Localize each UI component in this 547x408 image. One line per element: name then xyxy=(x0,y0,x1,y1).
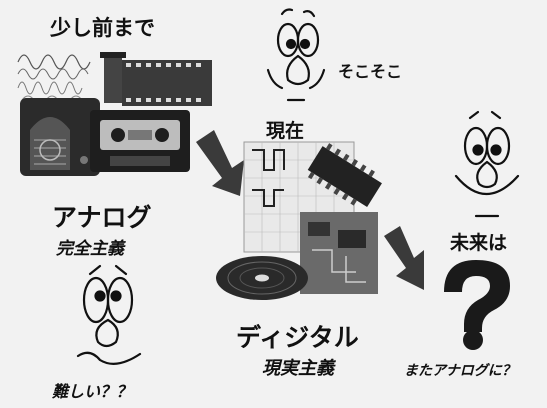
arrow-past-to-present xyxy=(196,130,244,196)
future-title: 未来は xyxy=(450,232,508,254)
present-title: 現在 xyxy=(266,120,305,142)
analog-subtitle: 完全主義 xyxy=(56,239,124,259)
worried-face-icon xyxy=(76,264,142,365)
neutral-face-icon xyxy=(266,8,326,102)
future-caption: またアナログに？ xyxy=(404,363,516,379)
happy-face-icon xyxy=(454,110,520,218)
analog-devices-illustration xyxy=(17,52,212,176)
analog-caption: 難しい？？ xyxy=(52,382,133,401)
digital-title: ディジタル xyxy=(236,323,359,352)
digital-subtitle: 現実主義 xyxy=(262,358,334,379)
digital-devices-illustration xyxy=(216,141,382,300)
arrow-present-to-future xyxy=(384,226,424,290)
question-mark-icon xyxy=(444,260,510,350)
past-title: 少し前まで xyxy=(50,16,155,40)
analog-title: アナログ xyxy=(52,203,152,232)
face-top-caption: そこそこ xyxy=(338,62,403,81)
